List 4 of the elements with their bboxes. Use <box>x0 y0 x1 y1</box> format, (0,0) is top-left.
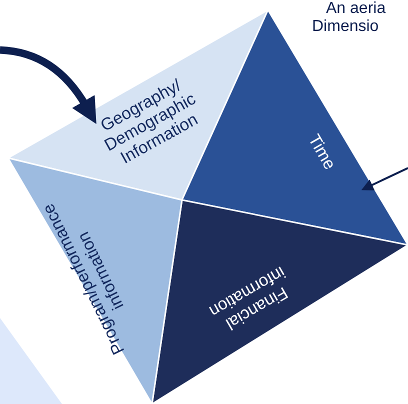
heading-text: An aeria <box>326 0 386 18</box>
arrow <box>0 46 97 124</box>
heading-text: Dimensio <box>312 18 379 36</box>
arrow <box>361 167 408 190</box>
